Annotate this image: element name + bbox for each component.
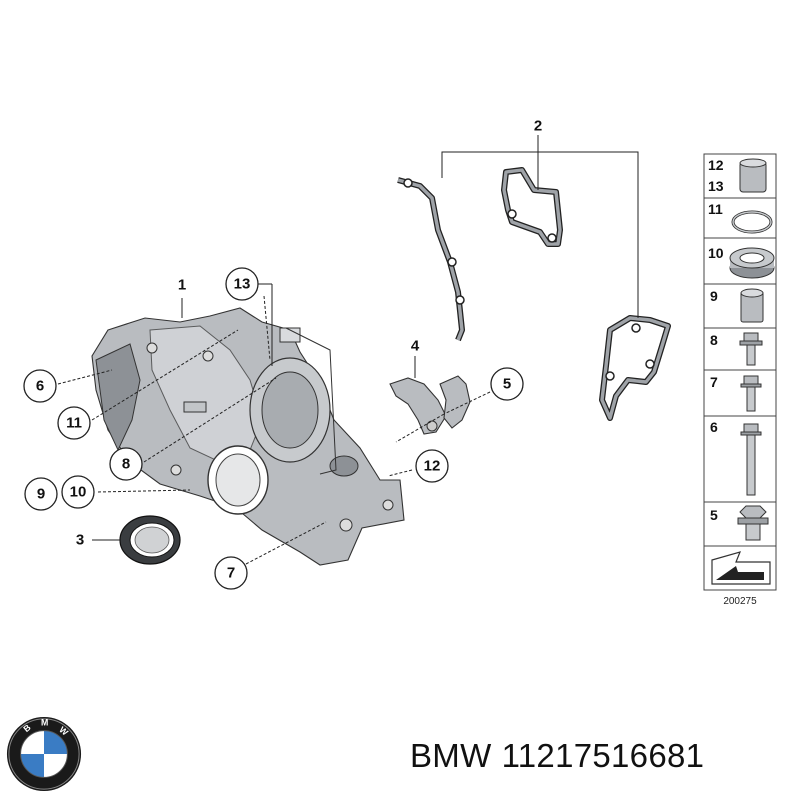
dowel-sleeve-icon [740, 288, 764, 323]
callout-10: 10 [61, 475, 95, 509]
gasket-lower-right [599, 315, 671, 421]
sleeve-icon [739, 158, 767, 193]
legend-11-label: 11 [708, 201, 723, 217]
parts-legend: 12 13 11 10 9 8 7 6 5 [703, 153, 777, 607]
callout-2-label: 2 [534, 118, 542, 135]
flange-bolt-icon [739, 332, 763, 366]
legend-9-label: 9 [710, 288, 718, 304]
svg-text:11: 11 [66, 415, 82, 432]
callout-12: 12 [415, 449, 449, 483]
part-number: 11217516681 [501, 737, 705, 774]
callout-13: 13 [225, 267, 259, 301]
legend-13-label: 13 [708, 178, 724, 194]
svg-text:6: 6 [36, 378, 44, 395]
shaft-seal-icon [729, 247, 775, 279]
svg-text:12: 12 [424, 458, 441, 475]
callout-5: 5 [490, 367, 524, 401]
legend-5-label: 5 [710, 507, 718, 523]
svg-text:7: 7 [227, 565, 235, 582]
info-arrow-icon [711, 551, 771, 585]
bmw-logo: B M W [6, 716, 82, 792]
o-ring-icon [731, 210, 773, 234]
hex-bolt-icon [737, 505, 769, 541]
callout-6: 6 [23, 369, 57, 403]
legend-6-label: 6 [710, 419, 718, 435]
callout-1-label: 1 [178, 277, 186, 294]
shaft-seal-part [119, 515, 181, 565]
callout-7: 7 [214, 556, 248, 590]
short-bolt-icon [740, 375, 762, 412]
gasket-upper-right [501, 167, 563, 247]
reference-number: 200275 [723, 596, 757, 607]
callout-3-label: 3 [76, 532, 84, 549]
legend-7-label: 7 [710, 374, 718, 390]
svg-text:M: M [41, 718, 48, 728]
legend-12-label: 12 [708, 157, 724, 173]
long-bolt-icon [740, 423, 762, 496]
svg-text:B: B [21, 722, 32, 734]
svg-text:10: 10 [70, 484, 87, 501]
chain-guide-part [389, 375, 471, 435]
svg-text:5: 5 [503, 376, 511, 393]
callout-4-label: 4 [411, 338, 420, 355]
legend-10-label: 10 [708, 245, 724, 261]
legend-8-label: 8 [710, 332, 718, 348]
svg-text:13: 13 [234, 276, 251, 293]
callout-9: 9 [24, 477, 58, 511]
gasket-upper-left [397, 177, 465, 342]
svg-text:9: 9 [37, 486, 45, 503]
callout-8: 8 [109, 447, 143, 481]
brand-name: BMW [410, 737, 492, 774]
callout-11: 11 [57, 406, 91, 440]
svg-text:8: 8 [122, 456, 130, 473]
